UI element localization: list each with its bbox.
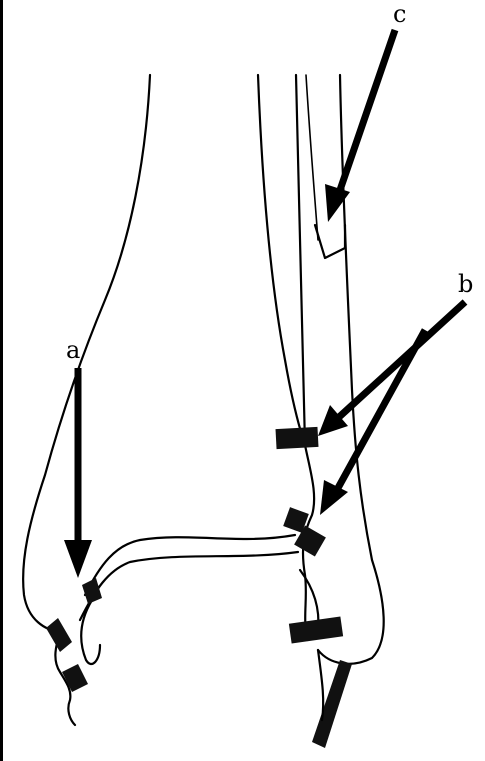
plate-marker-4 [289,616,343,643]
arrow-b2-head [320,480,348,515]
arrow-a-head [64,540,92,578]
fixation-rod [312,660,352,748]
label-c: c [393,0,406,28]
label-a: a [66,336,80,364]
plate-marker-1 [276,427,319,449]
label-b: b [458,270,473,298]
joint-line-lower [80,552,298,620]
fibula-medullary [306,75,318,240]
medial-fixation-1 [46,618,72,652]
medial-fixation-3 [82,578,102,604]
medial-fixation-2 [62,664,88,692]
fibula-fracture-fragment [315,225,345,258]
arrow-c-shaft [340,30,395,190]
talus-edge [81,600,100,664]
fibula-inner-line [296,75,305,445]
fibula-tip [318,650,323,720]
arrow-b1-shaft [338,302,465,418]
arrow-c-head [325,184,350,222]
joint-line-upper [85,535,295,595]
